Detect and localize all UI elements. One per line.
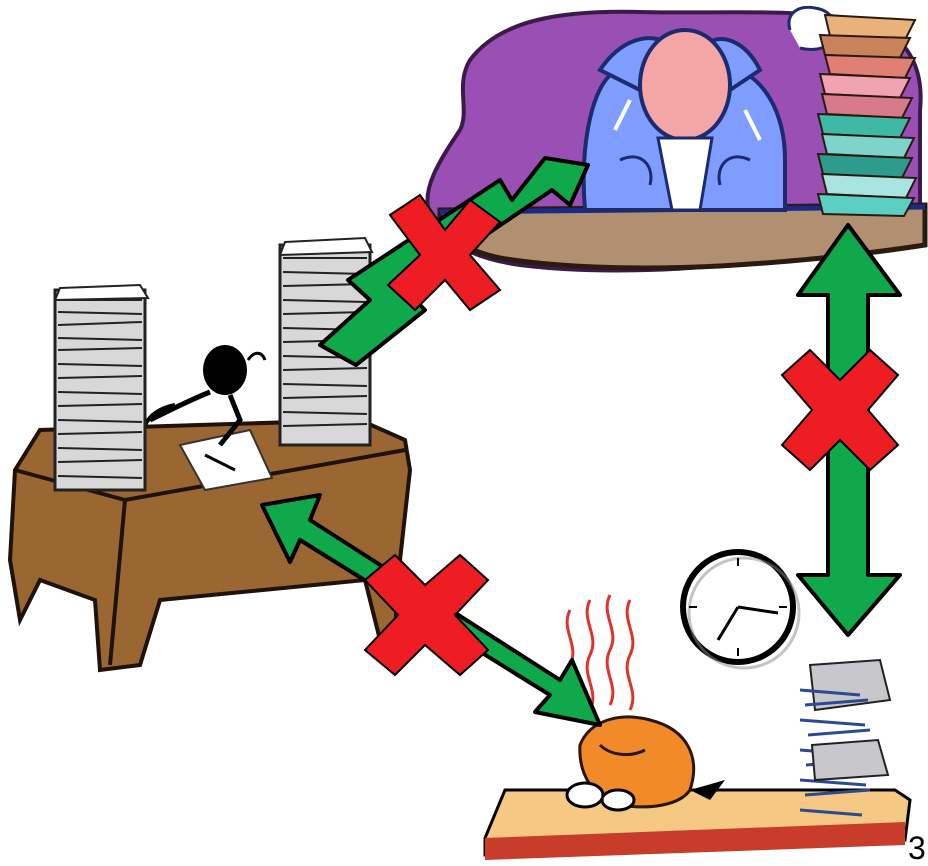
red-cross-clerk-boss <box>386 193 502 312</box>
paper-stack-icon <box>53 283 150 492</box>
page-number: 3 <box>908 830 926 866</box>
red-cross-boss-worker <box>780 348 900 472</box>
clerk-desk-scene <box>7 236 413 673</box>
boss-figure-icon <box>581 28 787 212</box>
arrow-clerk-boss <box>318 156 590 367</box>
red-cross-clerk-worker <box>363 553 490 677</box>
clock-icon <box>680 549 801 670</box>
paper-stack-icon <box>799 658 892 817</box>
stressed-head-icon <box>565 715 725 812</box>
paper-stack-icon <box>816 13 918 218</box>
